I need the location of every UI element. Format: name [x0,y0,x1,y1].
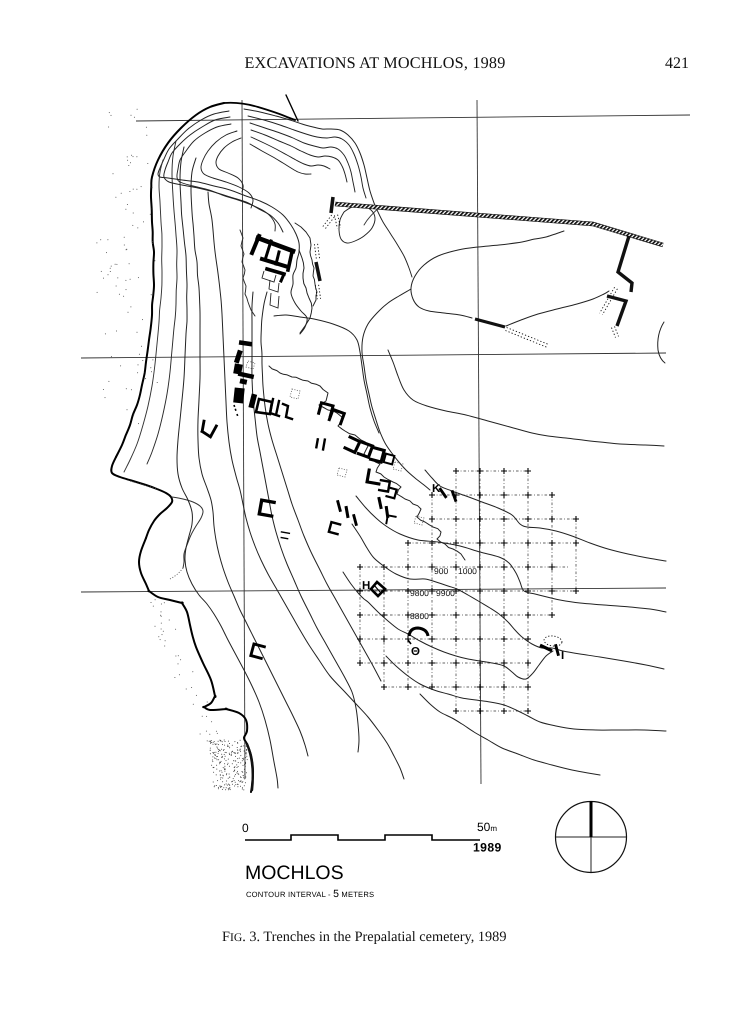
svg-text:EXCAVATIONS AT MOCHLOS, 1989: EXCAVATIONS AT MOCHLOS, 1989 [244,54,505,72]
svg-text:1989: 1989 [473,841,502,855]
svg-text:Θ: Θ [411,646,420,658]
svg-text:50m: 50m [477,820,497,834]
svg-text:9900: 9900 [436,588,455,598]
svg-text:421: 421 [665,55,689,72]
svg-text:900: 900 [434,566,448,576]
svg-text:H: H [362,580,370,592]
svg-text:MOCHLOS: MOCHLOS [245,862,344,884]
svg-text:9800: 9800 [410,588,429,598]
svg-text:8800: 8800 [410,611,429,621]
svg-text:FIG. 3. Trenches in the Prepal: FIG. 3. Trenches in the Prepalatial ceme… [222,929,506,945]
svg-text:0: 0 [242,821,249,835]
svg-text:1000: 1000 [458,566,477,576]
svg-text:CONTOUR INTERVAL - 5 METERS: CONTOUR INTERVAL - 5 METERS [246,888,374,900]
svg-text:K: K [432,483,441,495]
svg-text:I: I [561,650,564,662]
